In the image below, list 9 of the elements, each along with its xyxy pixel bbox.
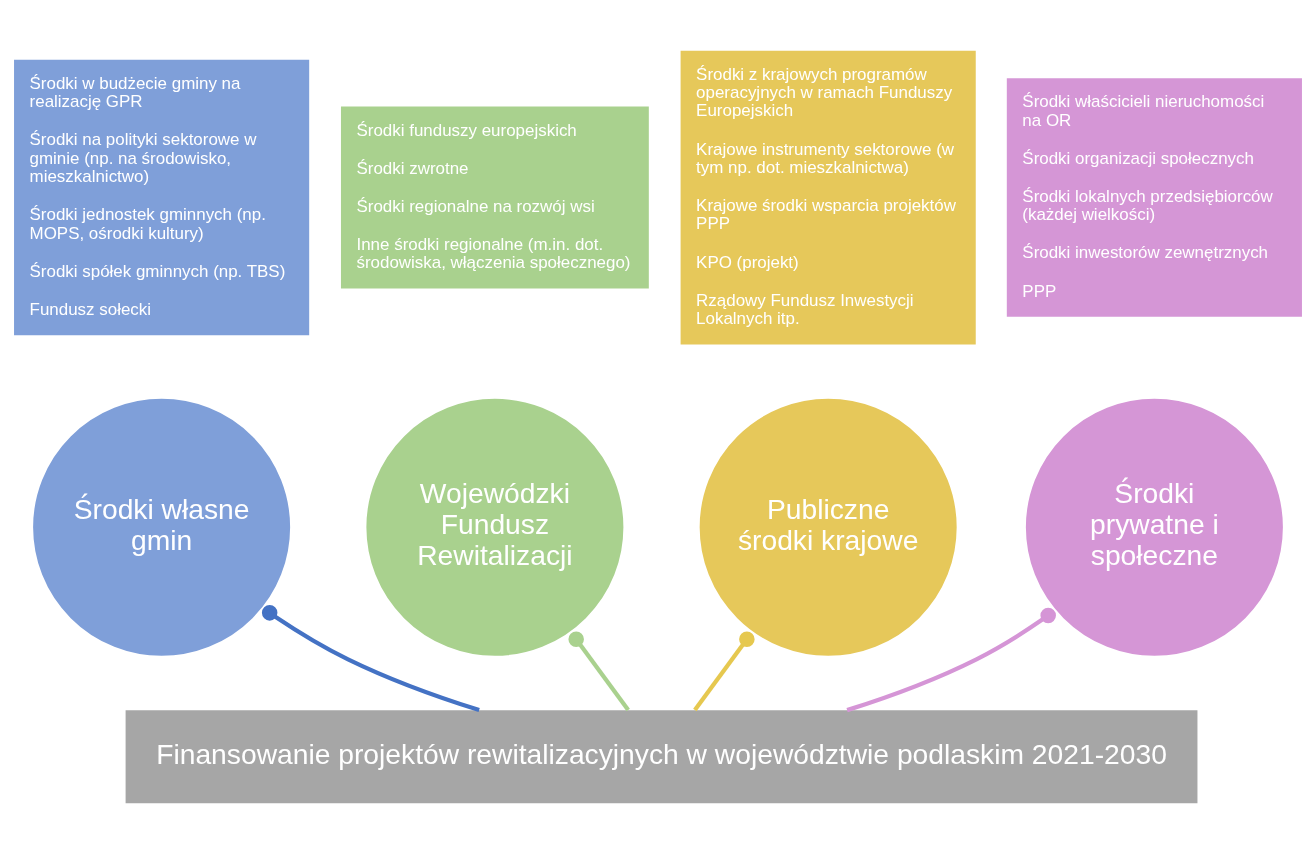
connector xyxy=(693,631,755,712)
node-box: Środki właścicieli nieruchomości na OR Środki organizacji społecznych Środki lokalnych przedsiębiorców (każdej wielkości) Środki inwestorów zewnętrznych PPP xyxy=(1006,78,1302,317)
connector xyxy=(846,607,1056,713)
connector xyxy=(568,631,630,712)
node-box: Finansowanie projektów rewitalizacyjnych w województwie podlaskim 2021-2030 xyxy=(125,710,1198,804)
connector xyxy=(261,605,480,713)
node-box: Środki z krajowych programów operacyjnych w ramach Funduszy Europejskich Krajowe instrumenty sektorowe (w tym np. dot. mieszkalnictwa) Krajowe środki wsparcia projektów PPP KPO (projekt) Rządowy Fundusz Inwestycji Lokalnych itp. xyxy=(680,50,976,345)
node-box: Środki funduszy europejskich Środki zwrotne Środki regionalne na rozwój wsi Inne środki regionalne (m.in. dot. środowiska, włączenia społecznego) xyxy=(340,106,649,289)
node-box: Środki w budżecie gminy na realizację GPR Środki na polityki sektorowe w gminie (np. na środowisko, mieszkalnictwo) Środki jednostek gminnych (np. MOPS, ośrodki kultury) Środki spółek gminnych (np. TBS) Fundusz sołecki xyxy=(14,59,310,336)
